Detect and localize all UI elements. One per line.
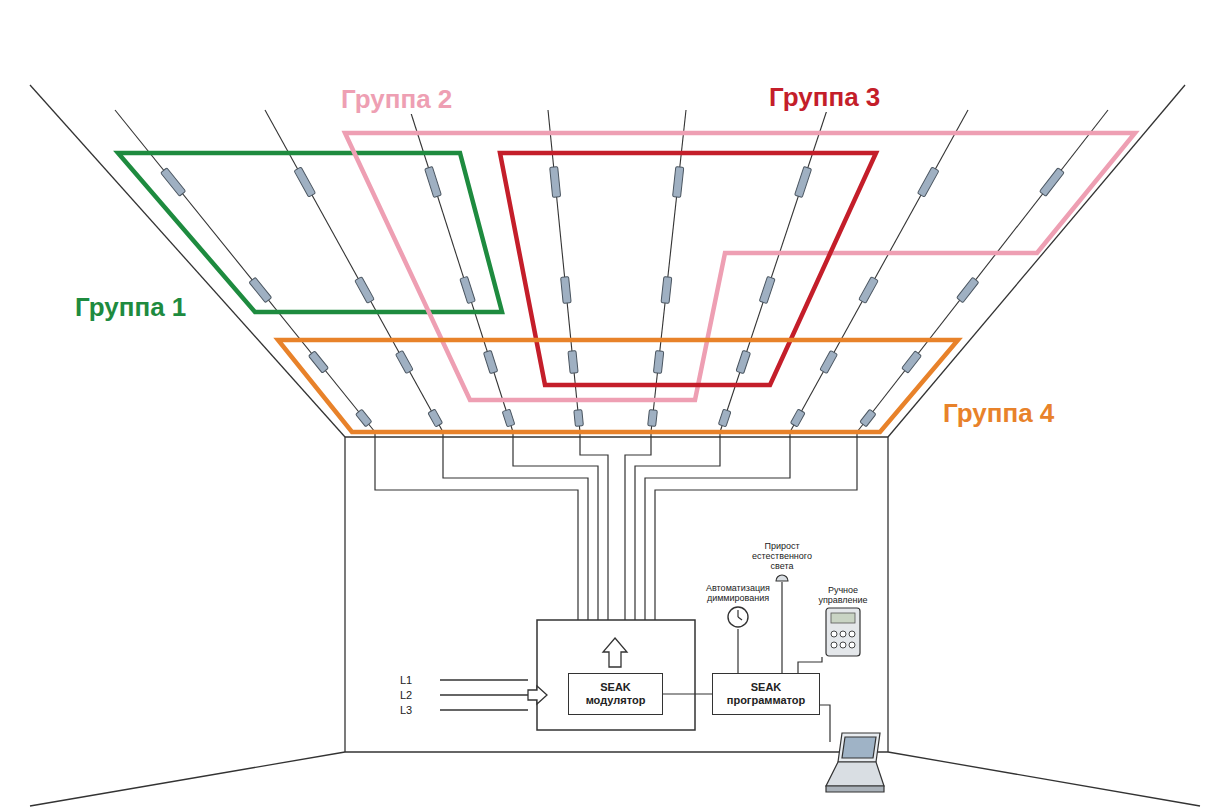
group-label: Группа 2 [338,84,455,114]
supply-lines [440,680,547,710]
feed-wire [645,432,790,620]
control-device: Прирост естественного света [749,541,815,582]
remote-button [849,642,855,648]
suspension-line [857,110,1108,432]
luminaire [574,410,584,427]
remote-control-icon [825,607,861,657]
suspension-line [265,110,443,432]
control-device: Ручное управление [814,585,872,657]
luminaire [860,409,876,427]
luminaire [395,350,413,373]
luminaire [661,277,672,304]
group-border [500,153,876,385]
luminaire-rows [115,110,1108,432]
device-label: SEAK модулятор [573,681,658,707]
room-lines [30,85,1200,806]
signal-wire [737,629,738,673]
luminaire [308,351,328,373]
sensor-dome [776,575,788,581]
group-label: Группа 4 [940,398,1057,428]
phase-label: L2 [400,689,412,702]
signal-wire [798,657,822,673]
luminaire [502,409,514,427]
device-caption: Прирост естественного света [749,541,815,571]
feed-wire [443,432,588,620]
luminaire [736,350,751,373]
remote-button [831,631,837,637]
luminaire [790,409,805,427]
device-caption: Ручное управление [814,585,872,605]
luminaire [653,351,663,374]
device-label: SEAK программатор [717,681,815,707]
feed-wires [375,432,857,620]
luminaire [483,350,497,373]
clock-face [728,607,748,627]
group-label: Группа 1 [72,292,189,322]
luminaire [294,167,316,197]
luminaire [460,276,476,303]
signal-wire [781,582,782,673]
luminaire [917,167,939,197]
luminaire [561,277,572,304]
group-polygon [500,153,876,385]
phase-label: L1 [400,674,412,687]
luminaire [249,277,272,302]
luminaire [356,409,372,426]
group-polygon [118,153,502,312]
device-box: SEAK модулятор [568,673,663,715]
remote-screen [831,613,855,623]
group-border [345,133,1135,400]
luminaire [428,409,443,427]
feed-wire [580,432,608,620]
light-sensor-icon [774,573,790,582]
clock-hand [738,617,742,620]
phase-label: L3 [400,704,412,717]
device-caption: Автоматизация диммирования [701,583,775,603]
group-outline: Группа 3 [500,153,876,385]
luminaire [759,276,775,303]
group-label: Группа 3 [766,82,883,112]
signal-wire [663,693,712,694]
control-cabinet [537,620,695,730]
luminaire [425,166,442,197]
feed-wire [513,432,598,620]
remote-button [831,642,837,648]
clock-hand [737,610,738,617]
luminaire [550,167,561,198]
luminaire [820,350,838,373]
luminaire [161,168,186,196]
feed-wire [375,432,578,620]
group-outline: Группа 2 [345,133,1135,400]
luminaire [1039,168,1064,197]
remote-button [849,631,855,637]
group-outline: Группа 1 [118,153,502,312]
luminaire [568,351,578,374]
remote-button [840,631,846,637]
group-border [118,153,502,312]
remote-body [826,608,860,656]
luminaire [648,410,658,427]
laptop-icon [820,705,884,792]
luminaire [859,277,879,304]
control-device: Автоматизация диммирования [701,583,775,629]
group-polygon [278,340,958,432]
device-box: SEAK программатор [712,673,820,715]
feed-wire [625,432,651,620]
luminaire [718,409,731,427]
luminaire [795,167,812,198]
suspension-line [790,110,968,432]
luminaire [957,277,979,302]
clock-icon [726,605,750,629]
remote-button [840,642,846,648]
group-outline: Группа 4 [278,340,958,432]
group-polygon [345,133,1135,400]
luminaire [673,167,684,198]
suspension-line [115,110,375,432]
group-border [278,340,958,432]
luminaire [902,351,922,373]
luminaire [355,277,375,304]
